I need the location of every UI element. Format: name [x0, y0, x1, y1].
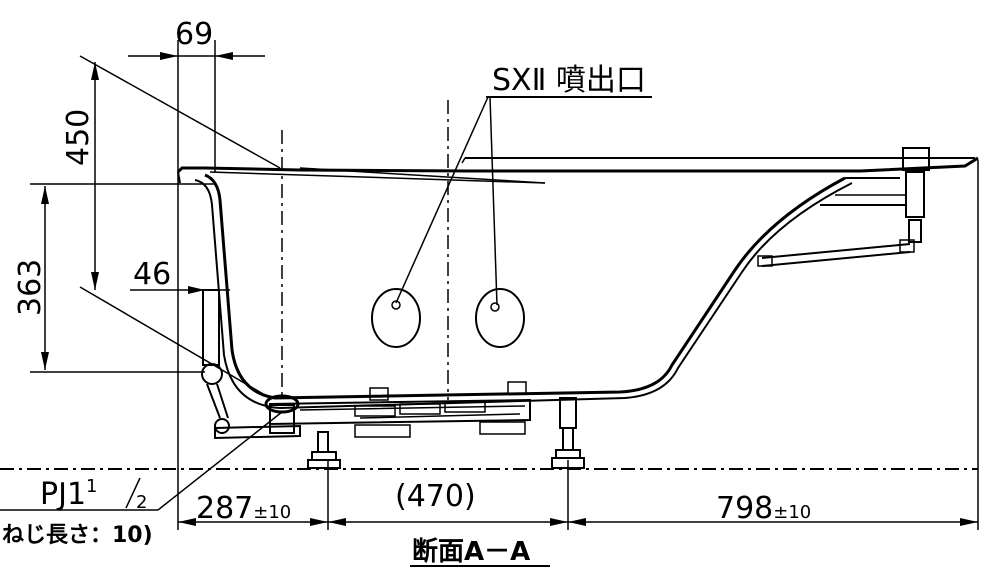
dim-363 [30, 183, 215, 373]
dim-69-label: 69 [175, 17, 213, 52]
leg-right [551, 397, 585, 469]
dim-46 [130, 286, 230, 294]
bathtub-body [176, 147, 979, 410]
nozzle-right [475, 288, 525, 348]
leg-left [307, 431, 341, 469]
dim-287-label: 287±10 [196, 491, 291, 526]
dim-bottom-chain [177, 160, 979, 530]
dim-363-label: 363 [13, 259, 48, 316]
nozzle-leader [395, 96, 652, 306]
dim-69 [128, 40, 265, 172]
dim-450-label: 450 [61, 109, 96, 166]
pipe-fraction-slash [125, 477, 141, 509]
pipe-callout-leader [0, 411, 283, 511]
dim-470-label: (470) [395, 479, 476, 514]
thread-length-label: ねじ長さ：10) [2, 523, 153, 548]
dim-450 [79, 55, 281, 399]
section-title: 断面A－A [412, 536, 530, 567]
nozzle-left [371, 288, 421, 348]
bottom-frame [214, 381, 531, 440]
pipe-size-label: PJ11 [40, 476, 97, 512]
pipe-fraction-den: 2 [136, 492, 147, 513]
nozzle-label: SXⅡ 噴出口 [492, 63, 646, 98]
dim-46-label: 46 [133, 257, 171, 292]
dim-798-label: 798±10 [716, 491, 811, 526]
